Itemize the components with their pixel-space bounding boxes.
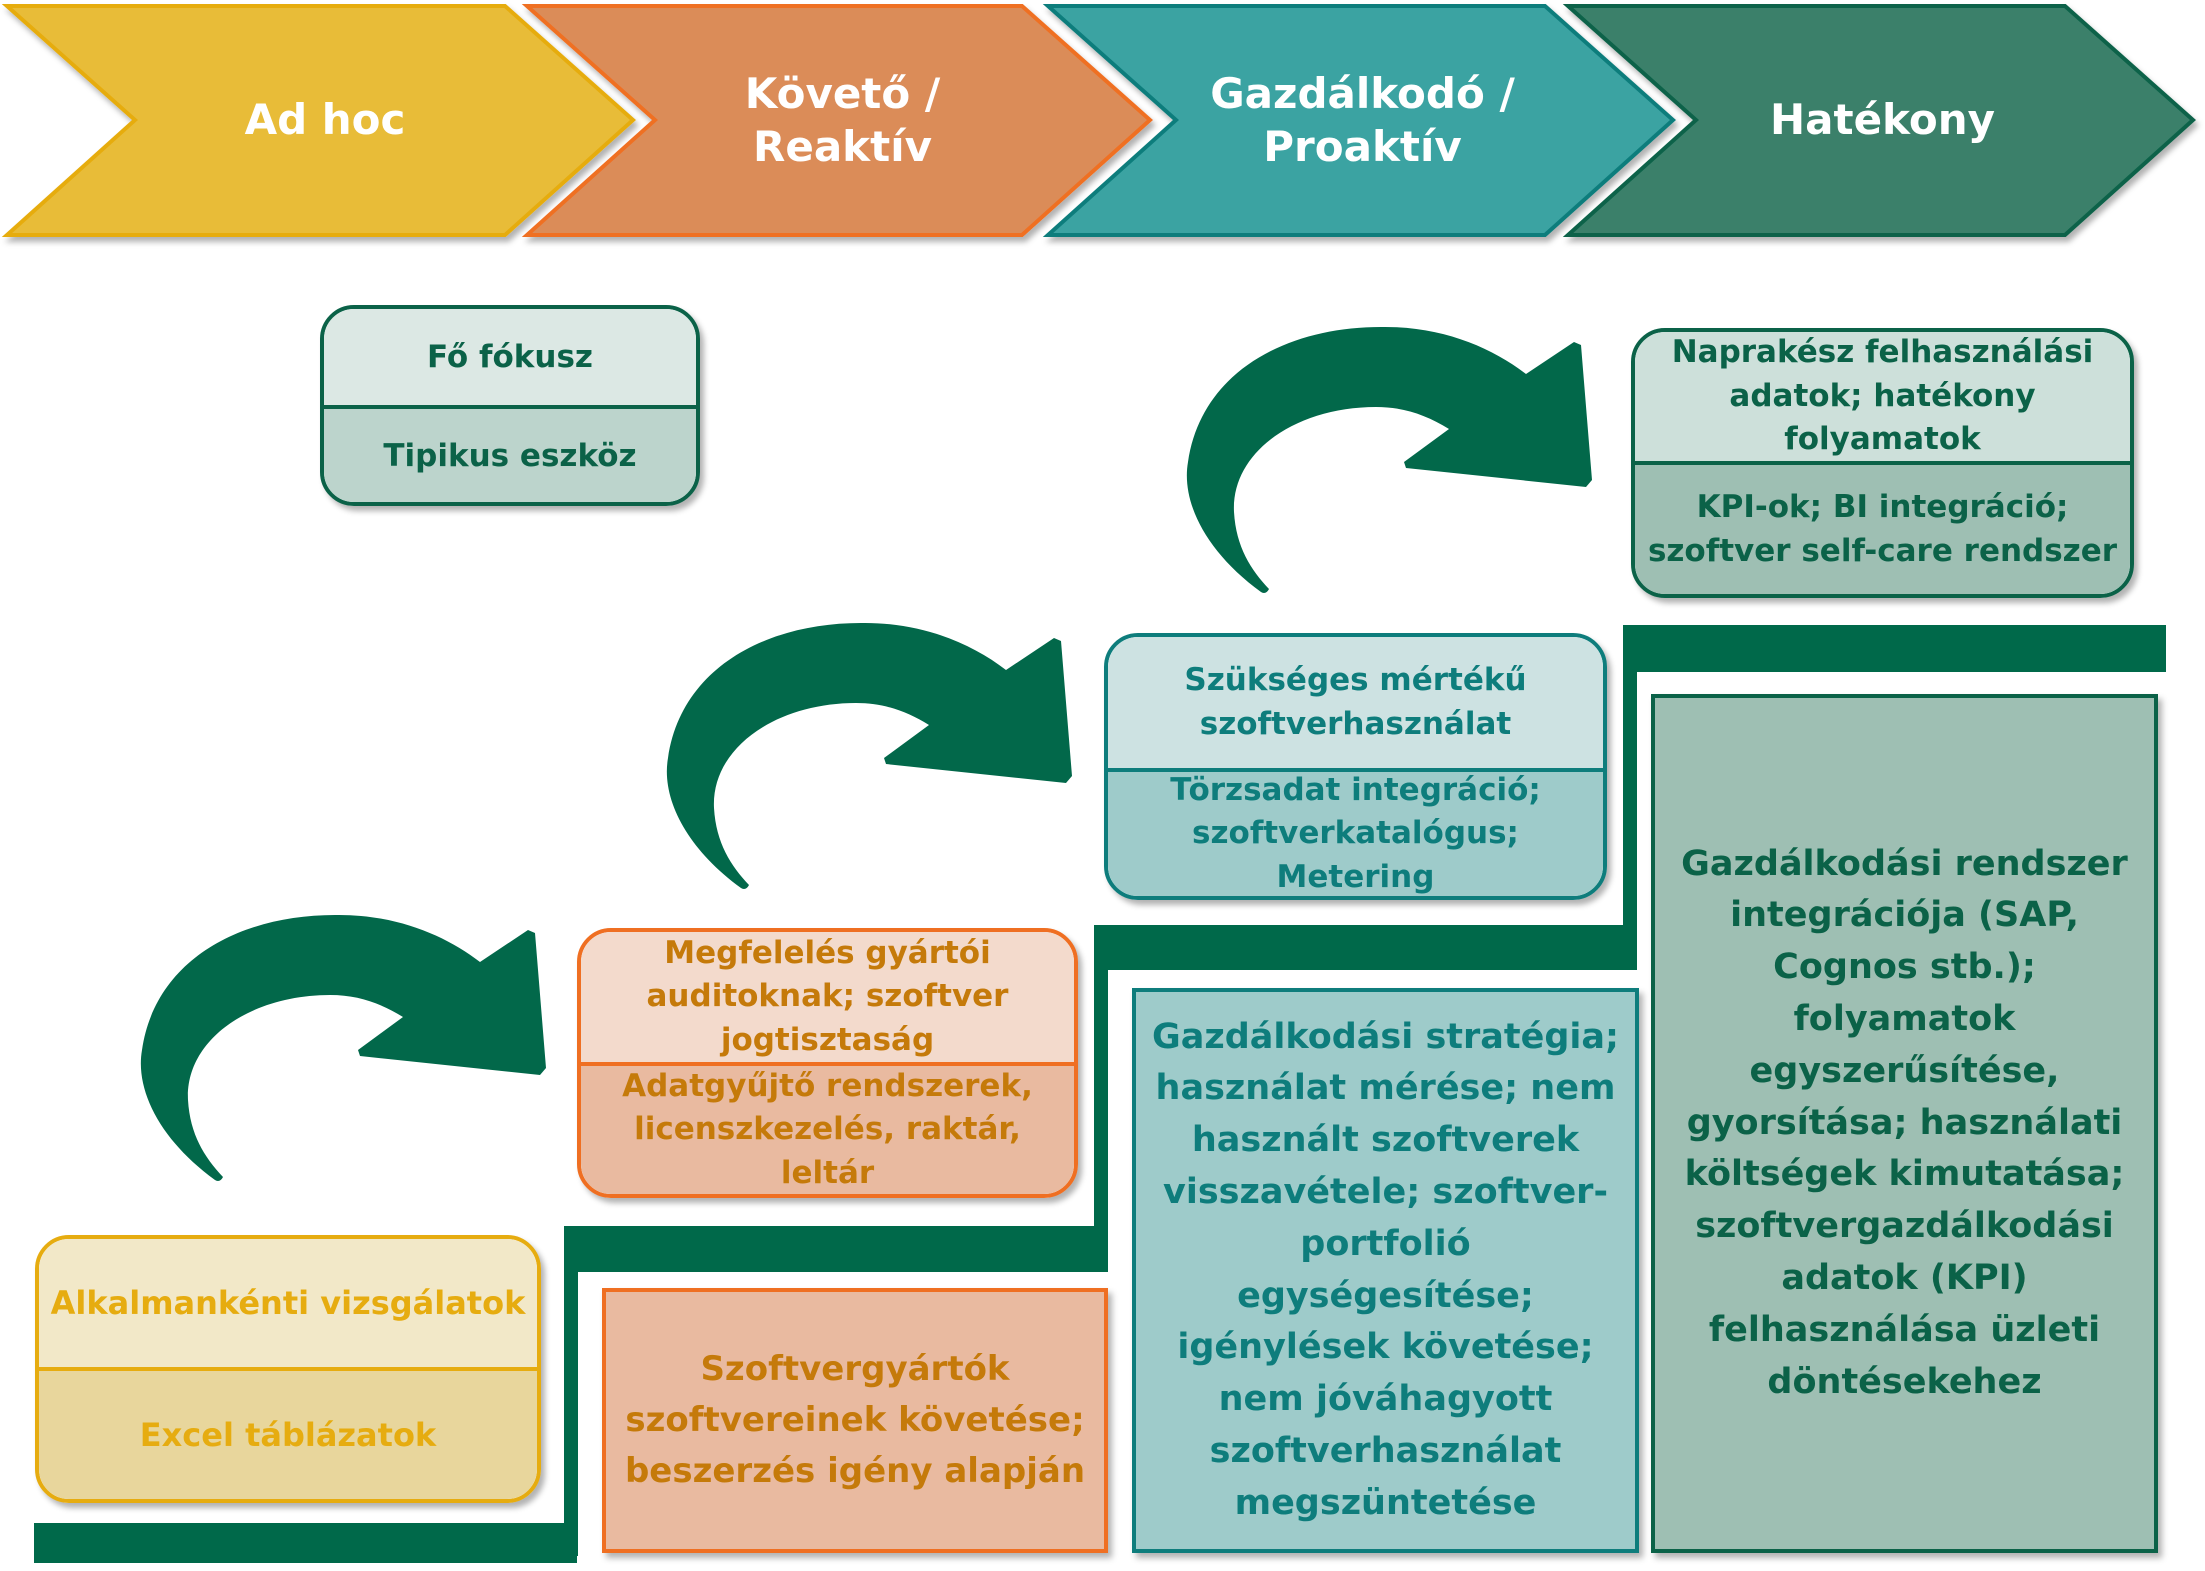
level-1-tool-text: Excel táblázatok — [139, 1416, 437, 1454]
level-4-focus: Naprakész felhasználási adatok; hatékony… — [1635, 332, 2130, 465]
level-4-focus-text: Naprakész felhasználási adatok; hatékony… — [1671, 334, 2094, 458]
stair-riser-3 — [1623, 625, 1637, 970]
level-3-card: Szükséges mértékű szoftverhasználat Törz… — [1104, 633, 1607, 900]
level-3-description: Gazdálkodási stratégia; használat mérése… — [1132, 988, 1639, 1553]
curved-arrow-icon — [140, 914, 546, 1181]
stage-label: Gazdálkodó / Proaktív — [1210, 69, 1515, 171]
curved-arrow-icon — [1186, 326, 1592, 593]
curved-arrow-icon — [666, 622, 1072, 889]
level-3-focus-text: Szükséges mértékű szoftverhasználat — [1184, 662, 1527, 742]
legend-tool-label: Tipikus eszköz — [383, 437, 637, 474]
stair-riser-1 — [564, 1226, 578, 1556]
level-3-tool: Törzsadat integráció; szoftverkatalógus;… — [1108, 772, 1603, 896]
stage-chevron-reactive — [521, 4, 1153, 237]
level-1-focus-text: Alkalmankénti vizsgálatok — [50, 1284, 526, 1322]
level-2-tool-text: Adatgyűjtő rendszerek, licenszkezelés, r… — [622, 1067, 1033, 1191]
level-4-tool-text: KPI-ok; BI integráció; szoftver self-car… — [1647, 489, 2118, 569]
stair-riser-2 — [1094, 925, 1108, 1272]
level-1-description: Szoftvergyártók szoftvereinek követése; … — [602, 1288, 1108, 1553]
level-3-description-text: Gazdálkodási stratégia; használat mérése… — [1151, 1016, 1620, 1523]
stair-base — [34, 1523, 577, 1563]
stage-chevron-efficient — [1562, 4, 2196, 237]
legend-focus: Fő fókusz — [324, 309, 696, 409]
legend-focus-label: Fő fókusz — [427, 339, 593, 375]
stage-chevron-ad-hoc — [1, 4, 636, 237]
stage-chevron-proactive — [1042, 4, 1676, 237]
stage-label: Hatékony — [1770, 95, 1995, 145]
level-2-focus: Megfelelés gyártói auditoknak; szoftver … — [581, 932, 1074, 1066]
level-1-description-text: Szoftvergyártók szoftvereinek követése; … — [624, 1349, 1086, 1491]
legend-tool: Tipikus eszköz — [324, 409, 696, 502]
stair-step-3 — [1623, 625, 2166, 672]
level-2-tool: Adatgyűjtő rendszerek, licenszkezelés, r… — [581, 1066, 1074, 1194]
level-3-tool-text: Törzsadat integráció; szoftverkatalógus;… — [1170, 771, 1541, 895]
level-2-card: Megfelelés gyártói auditoknak; szoftver … — [577, 928, 1078, 1198]
level-1-focus: Alkalmankénti vizsgálatok — [39, 1239, 537, 1371]
stage-label: Ad hoc — [244, 95, 406, 145]
stair-step-2 — [1094, 925, 1637, 970]
stair-step-1 — [564, 1226, 1107, 1272]
level-4-description-text: Gazdálkodási rendszer integrációja (SAP,… — [1681, 843, 2128, 1402]
level-3-focus: Szükséges mértékű szoftverhasználat — [1108, 637, 1603, 772]
level-4-description: Gazdálkodási rendszer integrációja (SAP,… — [1651, 694, 2158, 1553]
stage-label: Követő / Reaktív — [744, 69, 941, 171]
level-4-tool: KPI-ok; BI integráció; szoftver self-car… — [1635, 465, 2130, 594]
level-2-focus-text: Megfelelés gyártói auditoknak; szoftver … — [646, 934, 1009, 1058]
level-4-card: Naprakész felhasználási adatok; hatékony… — [1631, 328, 2134, 598]
level-1-tool: Excel táblázatok — [39, 1371, 537, 1499]
level-1-card: Alkalmankénti vizsgálatok Excel táblázat… — [35, 1235, 541, 1503]
stage-chevrons — [1, 4, 2196, 237]
legend-box: Fő fókusz Tipikus eszköz — [320, 305, 700, 506]
